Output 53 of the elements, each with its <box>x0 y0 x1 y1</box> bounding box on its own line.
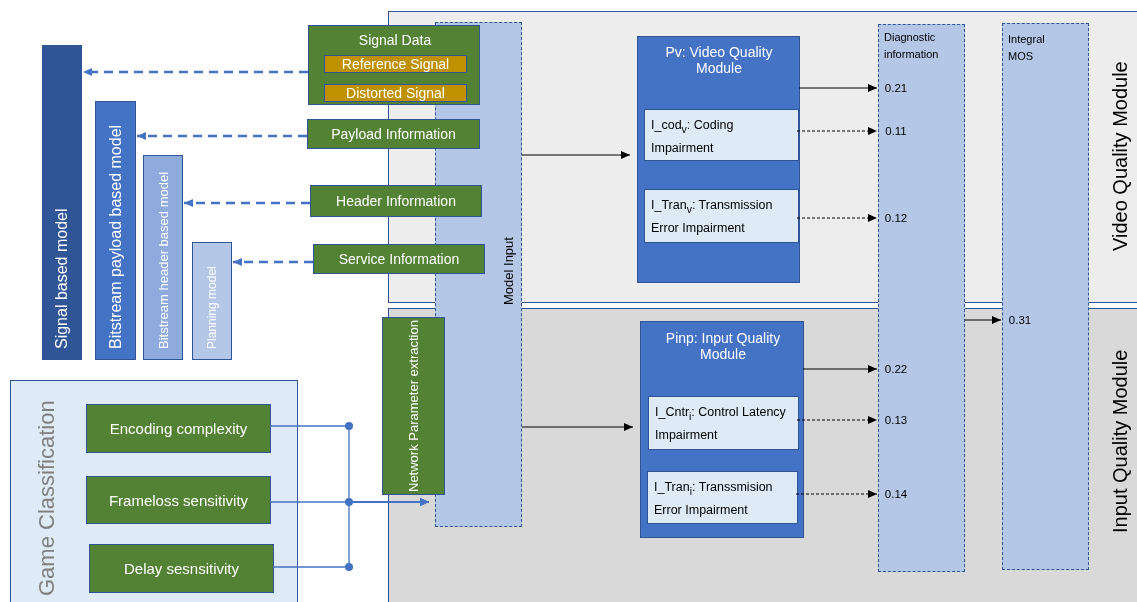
information-box: Payload Information <box>307 119 480 149</box>
box-title: Pinp: Input Quality Module <box>664 329 782 364</box>
module-box <box>640 321 804 538</box>
score-value: 0.31 <box>1007 312 1033 328</box>
signal-box: Distorted Signal <box>324 84 467 102</box>
classification-box: Frameloss sensitivity <box>86 476 271 524</box>
arrow <box>798 84 878 92</box>
arrow <box>521 423 634 431</box>
arrow <box>521 151 631 159</box>
extraction-box: Network Parameter extraction <box>382 317 445 495</box>
signal-data-box <box>308 25 480 105</box>
impairment-box: I_Tran$_{v}$: Transmission Error Impairment <box>644 189 799 243</box>
dashed-arrow <box>796 214 878 222</box>
arrow <box>272 498 430 568</box>
dashed-arrow <box>137 132 307 140</box>
module-box <box>637 36 800 283</box>
score-value: 0.22 <box>883 361 909 377</box>
impairment-box: I_cod$_{v}$: Coding Impairment <box>644 109 799 161</box>
classification-panel <box>10 380 298 602</box>
model-bar: Signal based model <box>42 45 82 360</box>
score-value: 0.21 <box>883 80 909 96</box>
classification-box: Encoding complexity <box>86 404 271 453</box>
classification-box: Delay sesnsitivity <box>89 544 274 593</box>
dashed-arrow <box>796 416 878 424</box>
dashed-arrow <box>233 258 313 266</box>
signal-box: Reference Signal <box>324 55 467 73</box>
information-box: Header Information <box>310 185 482 217</box>
dashed-arrow <box>796 127 878 135</box>
information-box: Service Information <box>313 244 485 274</box>
band-title: Input Quality Module <box>1107 348 1132 535</box>
panel-title: Game Classification <box>33 399 60 599</box>
box-title: Signal Data <box>357 31 433 50</box>
model-bar: Bitstream header based model <box>143 155 183 360</box>
impairment-box: I_Tran$_{i}$: Transsmision Error Impairment <box>647 471 798 524</box>
impairment-box: I_Cntr$_{i}$: Control Latency Impairment <box>648 396 799 450</box>
dashed-arrow <box>184 199 310 207</box>
model-bar: Bitstream payload based model <box>95 101 136 360</box>
column-title: Model Input <box>499 236 517 307</box>
arrow <box>964 316 1002 324</box>
model-bar: Planning model <box>192 242 232 360</box>
box-title: Pv: Video Quality Module <box>664 43 774 78</box>
score-value: 0.14 <box>883 486 909 502</box>
score-value: 0.11 <box>883 123 909 139</box>
column-title: Diagnostic information <box>884 30 940 62</box>
output-column <box>878 24 965 572</box>
score-value: 0.12 <box>883 210 909 226</box>
output-column <box>1002 23 1089 570</box>
dashed-arrow <box>795 490 878 498</box>
dashed-arrow <box>83 68 308 76</box>
score-value: 0.13 <box>883 412 909 428</box>
column-title: Integral MOS <box>1008 32 1046 64</box>
band-title: Video Quality Module <box>1107 60 1132 253</box>
arrow <box>802 365 878 373</box>
